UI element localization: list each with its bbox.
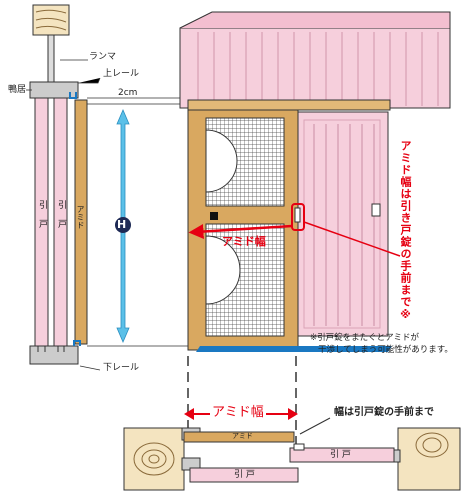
- warning-line-2: 干渉してしまう可能性があります。: [318, 345, 453, 355]
- vertical-note: アミド幅は引き戸錠の手前まで※: [399, 140, 412, 322]
- upper-rail-mark: [69, 92, 77, 99]
- ranma-glass-section: [47, 34, 55, 84]
- callout-leader: [299, 417, 331, 435]
- height-arrow: [115, 108, 131, 344]
- panel-label-2: 引 戸: [56, 200, 66, 228]
- wood-top-section: [32, 4, 70, 36]
- panel-label-1: 引 戸: [37, 200, 47, 228]
- note-leader: [303, 221, 401, 257]
- ranma-label: ランマ: [89, 52, 117, 62]
- plan-view: [123, 427, 461, 491]
- plan-door-label-2: 引 戸: [234, 470, 255, 480]
- plan-amido-width-label: アミド幅: [210, 405, 266, 420]
- upper-rail-label: 上レール: [103, 69, 140, 79]
- sill-section: [29, 345, 79, 365]
- amido-width-arrow: [188, 224, 293, 240]
- lock-highlight: [291, 203, 305, 231]
- lower-rail-blue: [196, 346, 392, 352]
- warning-line-1: ※引戸錠をまたぐとアミドが: [310, 333, 419, 343]
- lower-rail-label: 下レール: [103, 363, 140, 373]
- lower-rail-mark: [73, 340, 81, 346]
- plan-callout: 幅は引戸錠の手前まで: [334, 407, 434, 418]
- plan-amido-bar-label: アミド: [232, 432, 253, 440]
- amido-section-label: アミド: [76, 205, 85, 229]
- height-badge: H: [117, 218, 127, 231]
- amido-door: [187, 99, 301, 351]
- gap-label: 2cm: [118, 88, 138, 98]
- plan-door-label-1: 引 戸: [330, 450, 351, 460]
- ranma-panel: [179, 11, 451, 109]
- amido-width-label: アミド幅: [222, 235, 266, 248]
- shikii-label: 鴨居: [8, 85, 27, 95]
